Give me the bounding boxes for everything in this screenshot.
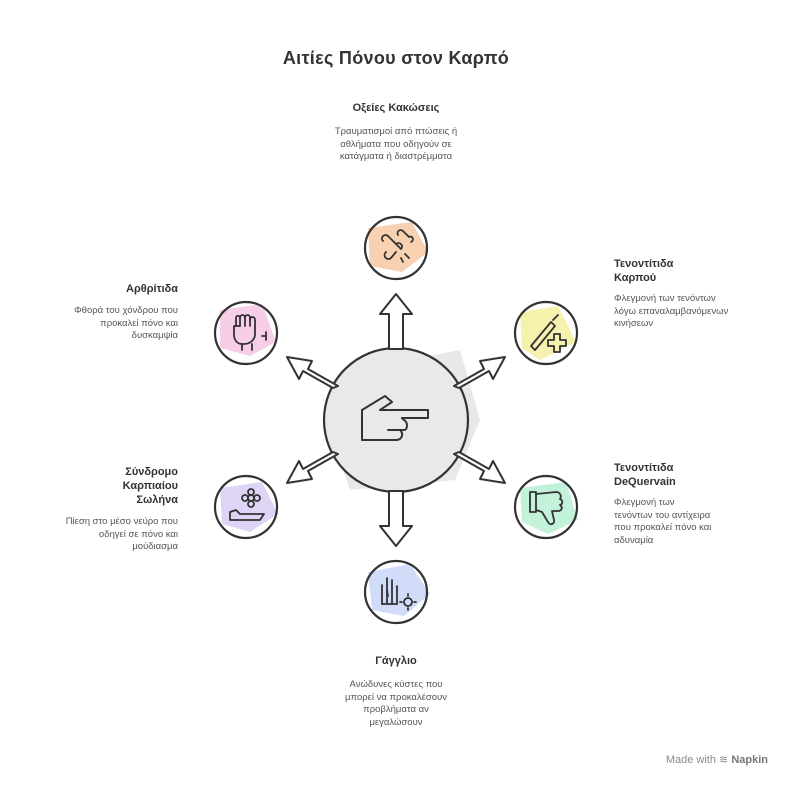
- arrows: [286, 293, 506, 547]
- napkin-brand: Napkin: [731, 754, 768, 766]
- node-acute-injuries: [363, 215, 429, 281]
- cause-desc-wrist-tendinitis: Φλεγμονή των τενόντων λόγω επαναλαμβανόμ…: [614, 293, 729, 329]
- made-with-text: Made with: [665, 754, 716, 766]
- cause-desc-dequervain: Φλεγμονή των τενόντων του αντίχειρα που …: [614, 497, 712, 546]
- hand-cyst-icon: [381, 577, 417, 611]
- cause-desc-ganglion: Ανώδυνες κύστες που μπορεί να προκαλέσου…: [345, 679, 447, 728]
- thumbs-down-icon: [529, 491, 564, 526]
- napkin-logo-icon: ≋: [719, 754, 729, 766]
- node-dequervain: [513, 474, 579, 540]
- hand-flower-icon: [229, 488, 265, 521]
- cause-label-arthritis: Αρθρίτιδα: [126, 283, 178, 295]
- cause-label-acute-injuries: Οξείες Κακώσεις: [352, 102, 440, 114]
- node-arthritis: [213, 300, 279, 366]
- arrow-upper-right: [453, 356, 506, 389]
- cause-label-dequervain: Τενοντίτιδα DeQuervain: [614, 462, 676, 488]
- syringe-icon: [530, 314, 567, 353]
- node-wrist-tendinitis: [513, 300, 579, 366]
- cause-label-carpal-tunnel: Σύνδρομο Καρπιαίου Σωλήνα: [122, 466, 178, 506]
- diagram-title: Αιτίες Πόνου στον Καρπό: [282, 48, 510, 68]
- pointing-hand-icon: [361, 395, 429, 441]
- cause-label-ganglion: Γάγγλιο: [375, 655, 417, 667]
- arrow-down: [379, 490, 413, 547]
- arrow-up: [379, 293, 413, 350]
- cause-desc-arthritis: Φθορά του χόνδρου που προκαλεί πόνο και …: [74, 305, 178, 341]
- center-hub: [322, 346, 480, 494]
- cause-desc-carpal-tunnel: Πίεση στο μέσο νεύρο που οδηγεί σε πόνο …: [65, 516, 178, 552]
- node-carpal-tunnel: [213, 474, 279, 540]
- made-with-napkin[interactable]: Made with ≋ Napkin: [666, 753, 768, 766]
- cause-label-wrist-tendinitis: Τενοντίτιδα Καρπού: [614, 258, 674, 284]
- fist-icon: [233, 314, 267, 351]
- node-ganglion: [363, 559, 430, 625]
- fracture-icon: [381, 229, 414, 263]
- arrow-lower-right: [453, 451, 506, 484]
- cause-desc-acute-injuries: Τραυματισμοί από πτώσεις ή αθλήματα που …: [334, 126, 458, 162]
- arrow-upper-left: [286, 356, 339, 389]
- arrow-lower-left: [286, 451, 339, 484]
